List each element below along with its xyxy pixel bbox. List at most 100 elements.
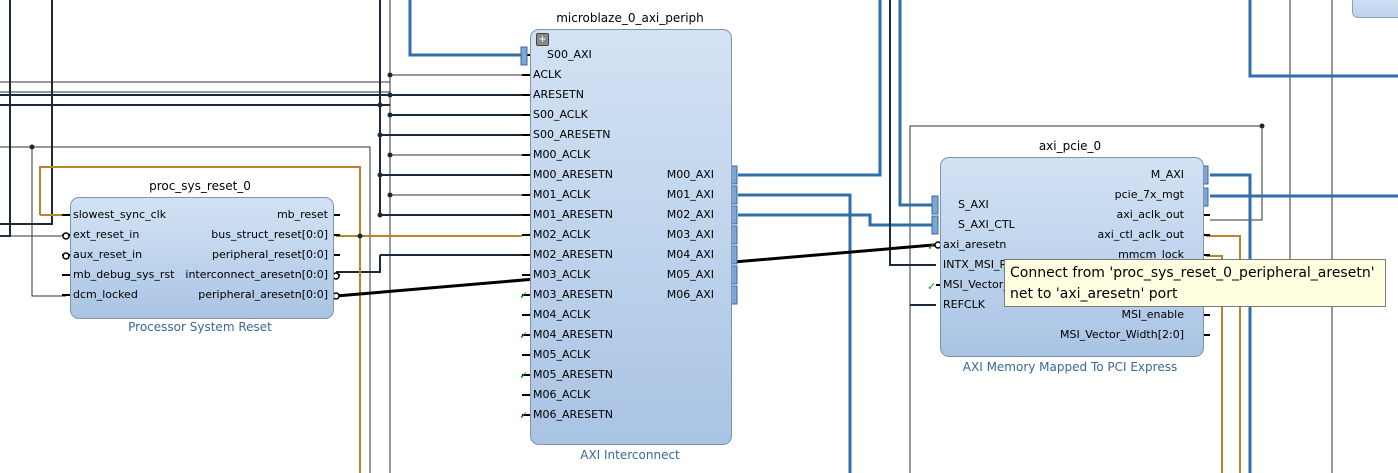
pin-dcm-locked[interactable]: dcm_locked bbox=[73, 288, 138, 301]
junction-dot bbox=[387, 72, 393, 78]
connected-check-icon: ✓ bbox=[519, 409, 529, 422]
pin-msi-vector[interactable]: MSI_Vector_ bbox=[943, 278, 1009, 291]
pin-s00-axi[interactable]: S00_AXI bbox=[547, 48, 592, 61]
bus-connector bbox=[520, 46, 528, 66]
pin-m01-aresetn[interactable]: M01_ARESETN bbox=[533, 208, 613, 221]
pin-mb-debug-sys-rst[interactable]: mb_debug_sys_rst bbox=[73, 268, 175, 281]
port-circle[interactable] bbox=[62, 232, 70, 240]
pin-slowest-sync-clk[interactable]: slowest_sync_clk bbox=[73, 208, 167, 221]
bus-connector bbox=[931, 215, 939, 235]
pin-peripheral-aresetn-0-0[interactable]: peripheral_aresetn[0:0] bbox=[198, 288, 328, 301]
net-wire[interactable] bbox=[31, 147, 66, 297]
pin-m03-aresetn[interactable]: M03_ARESETN bbox=[533, 288, 613, 301]
clock-wire[interactable] bbox=[1206, 255, 1223, 473]
junction-dot bbox=[357, 233, 363, 239]
pin-mmcm-lock[interactable]: mmcm_lock bbox=[1118, 248, 1184, 261]
pin-m00-aresetn[interactable]: M00_ARESETN bbox=[533, 168, 613, 181]
pin-ext-reset-in[interactable]: ext_reset_in bbox=[73, 228, 140, 241]
junction-dot bbox=[1259, 123, 1265, 129]
junction-dot bbox=[377, 172, 383, 178]
pcie-block-subtitle: AXI Memory Mapped To PCI Express bbox=[962, 360, 1178, 374]
axi-bus-wire[interactable] bbox=[738, 0, 882, 177]
axi-bus-wire[interactable] bbox=[898, 0, 932, 207]
processor-system-reset-block[interactable] bbox=[70, 197, 334, 319]
connected-check-icon: ✓ bbox=[927, 240, 937, 253]
axi-pcie-block[interactable] bbox=[940, 157, 1204, 357]
pin-msi-vector-width-2-0[interactable]: MSI_Vector_Width[2:0] bbox=[1059, 328, 1184, 341]
pin-s00-aclk[interactable]: S00_ACLK bbox=[533, 108, 588, 121]
reset-block-title: proc_sys_reset_0 bbox=[149, 179, 251, 193]
axi-bus-wire[interactable] bbox=[1210, 173, 1252, 473]
pin-msi-enable[interactable]: MSI_enable bbox=[1121, 308, 1184, 321]
pin-axi-ctl-aclk-out[interactable]: axi_ctl_aclk_out bbox=[1097, 228, 1184, 241]
tooltip-line-1: Connect from 'proc_sys_reset_0_periphera… bbox=[1010, 265, 1375, 281]
pin-m04-axi[interactable]: M04_AXI bbox=[666, 248, 714, 261]
pin-s00-aresetn[interactable]: S00_ARESETN bbox=[533, 128, 611, 141]
pin-m03-aclk[interactable]: M03_ACLK bbox=[533, 268, 591, 281]
pin-intx-msi-r[interactable]: INTX_MSI_R bbox=[943, 258, 1008, 271]
pin-s-axi-ctl[interactable]: S_AXI_CTL bbox=[958, 218, 1015, 231]
pin-m04-aclk[interactable]: M04_ACLK bbox=[533, 308, 591, 321]
pin-aux-reset-in[interactable]: aux_reset_in bbox=[73, 248, 143, 261]
junction-dot bbox=[387, 152, 393, 158]
pin-m03-axi[interactable]: M03_AXI bbox=[666, 228, 714, 241]
pin-m-axi[interactable]: M_AXI bbox=[1150, 168, 1184, 181]
clock-wire[interactable] bbox=[1206, 235, 1241, 473]
junction-dot bbox=[377, 212, 383, 218]
net-wire[interactable] bbox=[379, 0, 522, 216]
junction-dot bbox=[387, 92, 393, 98]
periph-block-subtitle: AXI Interconnect bbox=[580, 448, 680, 462]
reset-block-subtitle: Processor System Reset bbox=[128, 320, 272, 334]
junction-dot bbox=[377, 102, 383, 108]
net-wire[interactable] bbox=[889, 0, 936, 266]
junction-dot bbox=[387, 112, 393, 118]
pin-aclk[interactable]: ACLK bbox=[533, 68, 562, 81]
pin-mb-reset[interactable]: mb_reset bbox=[276, 208, 328, 221]
pin-s-axi[interactable]: S_AXI bbox=[958, 198, 989, 211]
pin-m05-aclk[interactable]: M05_ACLK bbox=[533, 348, 591, 361]
pin-m06-aresetn[interactable]: M06_ARESETN bbox=[533, 408, 613, 421]
connected-check-icon: ✓ bbox=[519, 329, 529, 342]
pin-m02-aclk[interactable]: M02_ACLK bbox=[533, 228, 591, 241]
axi-interconnect-block[interactable] bbox=[530, 29, 732, 445]
net-wire[interactable] bbox=[0, 0, 11, 237]
pin-refclk[interactable]: REFCLK bbox=[943, 298, 985, 311]
pin-interconnect-aresetn-0-0[interactable]: interconnect_aresetn[0:0] bbox=[185, 268, 328, 281]
clock-wire[interactable] bbox=[39, 166, 361, 473]
pin-m05-axi[interactable]: M05_AXI bbox=[666, 268, 714, 281]
pin-m01-axi[interactable]: M01_AXI bbox=[666, 188, 714, 201]
port-circle[interactable] bbox=[62, 252, 70, 260]
axi-bus-wire[interactable] bbox=[738, 193, 852, 473]
net-wire[interactable] bbox=[0, 0, 53, 225]
pin-m02-aresetn[interactable]: M02_ARESETN bbox=[533, 248, 613, 261]
pin-peripheral-reset-0-0[interactable]: peripheral_reset[0:0] bbox=[211, 248, 328, 261]
pcie-block-title: axi_pcie_0 bbox=[1038, 139, 1102, 153]
connection-tooltip: Connect from 'proc_sys_reset_0_periphera… bbox=[1004, 259, 1386, 307]
junction-dot bbox=[377, 132, 383, 138]
net-wire[interactable] bbox=[336, 255, 381, 273]
connected-check-icon: ✓ bbox=[927, 280, 937, 293]
expand-icon[interactable]: + bbox=[536, 33, 549, 46]
pin-m01-aclk[interactable]: M01_ACLK bbox=[533, 188, 591, 201]
axi-bus-wire[interactable] bbox=[1248, 0, 1398, 78]
junction-dot bbox=[387, 192, 393, 198]
pin-m00-aclk[interactable]: M00_ACLK bbox=[533, 148, 591, 161]
pin-m00-axi[interactable]: M00_AXI bbox=[666, 168, 714, 181]
net-wire[interactable] bbox=[0, 146, 371, 473]
connected-check-icon: ✓ bbox=[519, 289, 529, 302]
pin-axi-aresetn[interactable]: axi_aresetn bbox=[943, 238, 1007, 251]
offscreen-block[interactable] bbox=[1352, 0, 1398, 18]
axi-bus-wire[interactable] bbox=[408, 0, 522, 57]
pin-pcie-7x-mgt[interactable]: pcie_7x_mgt bbox=[1114, 188, 1184, 201]
pin-aresetn[interactable]: ARESETN bbox=[533, 88, 584, 101]
pin-m06-aclk[interactable]: M06_ACLK bbox=[533, 388, 591, 401]
pin-m04-aresetn[interactable]: M04_ARESETN bbox=[533, 328, 613, 341]
pin-bus-struct-reset-0-0[interactable]: bus_struct_reset[0:0] bbox=[211, 228, 328, 241]
pin-m05-aresetn[interactable]: M05_ARESETN bbox=[533, 368, 613, 381]
pin-m02-axi[interactable]: M02_AXI bbox=[666, 208, 714, 221]
pin-axi-aclk-out[interactable]: axi_aclk_out bbox=[1116, 208, 1184, 221]
pin-m06-axi[interactable]: M06_AXI bbox=[666, 288, 714, 301]
periph-block-title: microblaze_0_axi_periph bbox=[556, 11, 704, 25]
axi-bus-wire[interactable] bbox=[738, 213, 932, 227]
